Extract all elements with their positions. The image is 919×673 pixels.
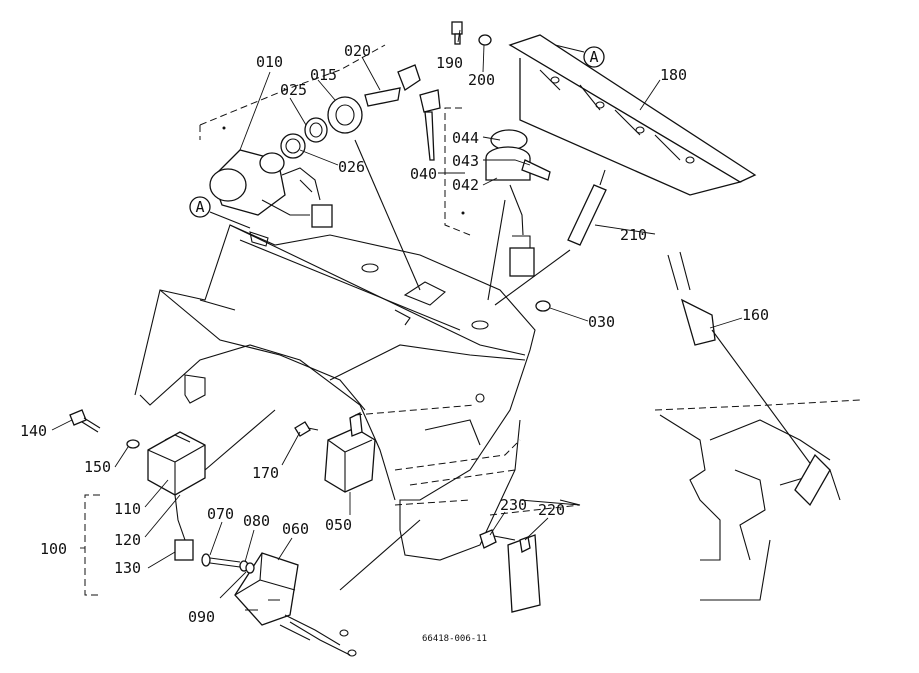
label-020: 020 bbox=[344, 42, 371, 60]
frame-outline bbox=[654, 399, 861, 601]
reference-mark-a-right: A bbox=[554, 44, 605, 68]
bolt-140-washer-150 bbox=[69, 409, 140, 449]
switch-040 bbox=[485, 129, 551, 277]
dot-marker bbox=[222, 126, 226, 130]
reference-mark-a-left: A bbox=[189, 196, 251, 229]
label-070: 070 bbox=[207, 505, 234, 523]
label-140: 140 bbox=[20, 422, 47, 440]
drawing-code: 66418-006-11 bbox=[422, 634, 487, 644]
label-030: 030 bbox=[588, 313, 615, 331]
label-210: 210 bbox=[620, 226, 647, 244]
label-060: 060 bbox=[282, 520, 309, 538]
part-labels: 010 020 025 015 026 190 200 180 044 043 … bbox=[20, 42, 769, 644]
label-130: 130 bbox=[114, 559, 141, 577]
key-cable bbox=[354, 139, 421, 291]
relay-050 bbox=[324, 411, 376, 493]
label-044: 044 bbox=[452, 129, 479, 147]
washers-015-025-026 bbox=[280, 96, 363, 159]
label-042: 042 bbox=[452, 176, 479, 194]
label-080: 080 bbox=[243, 512, 270, 530]
label-043: 043 bbox=[452, 152, 479, 170]
label-230: 230 bbox=[500, 496, 527, 514]
label-160: 160 bbox=[742, 306, 769, 324]
leader-lines bbox=[51, 29, 743, 599]
label-150: 150 bbox=[84, 458, 111, 476]
label-120: 120 bbox=[114, 531, 141, 549]
label-040: 040 bbox=[410, 165, 437, 183]
label-050: 050 bbox=[325, 516, 352, 534]
meter-panel-180 bbox=[508, 34, 757, 196]
bolt-190-washer-200 bbox=[451, 21, 492, 46]
dot-marker bbox=[461, 211, 465, 215]
grommet-030 bbox=[535, 300, 551, 312]
label-180: 180 bbox=[660, 66, 687, 84]
connector-220-230 bbox=[479, 529, 541, 613]
label-220: 220 bbox=[538, 501, 565, 519]
label-026: 026 bbox=[338, 158, 365, 176]
key-switch-010 bbox=[209, 149, 333, 228]
bolt-070-080-090 bbox=[201, 553, 255, 574]
label-170: 170 bbox=[252, 464, 279, 482]
label-190: 190 bbox=[436, 54, 463, 72]
label-200: 200 bbox=[468, 71, 495, 89]
label-015: 015 bbox=[310, 66, 337, 84]
label-100: 100 bbox=[40, 540, 67, 558]
cable-210 bbox=[494, 169, 607, 306]
reference-mark-a-right-text: A bbox=[589, 48, 598, 66]
label-025: 025 bbox=[280, 81, 307, 99]
label-110: 110 bbox=[114, 500, 141, 518]
reference-mark-a-left-text: A bbox=[195, 198, 204, 216]
switch-cable bbox=[487, 199, 506, 301]
label-090: 090 bbox=[188, 608, 215, 626]
relay-110 bbox=[147, 431, 206, 561]
keys-020 bbox=[364, 64, 441, 161]
dashboard-panel bbox=[134, 224, 536, 561]
group-brackets bbox=[84, 44, 581, 596]
sensor-160 bbox=[667, 251, 816, 471]
bolt-170 bbox=[294, 421, 319, 437]
label-010: 010 bbox=[256, 53, 283, 71]
